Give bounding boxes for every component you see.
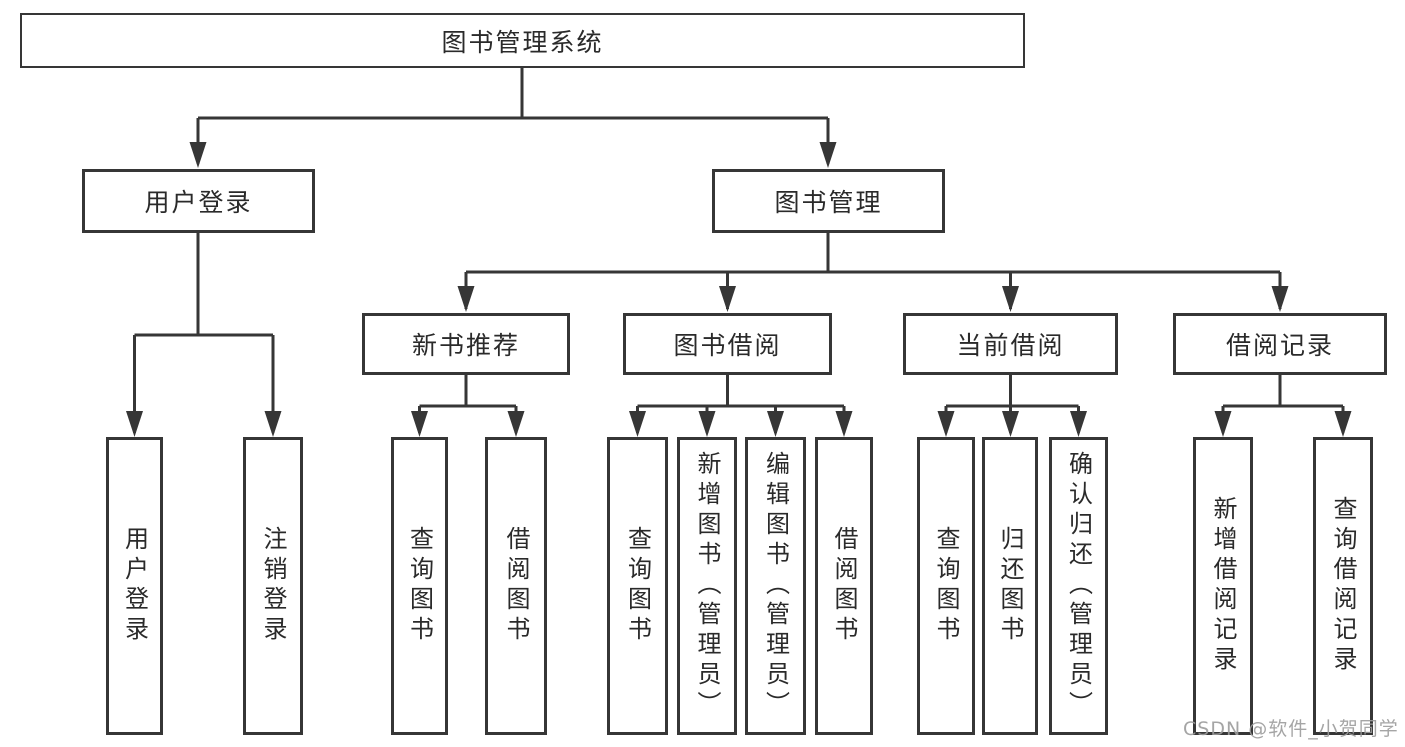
- node-current-return-books: 归还图书: [982, 437, 1038, 735]
- node-label: 图书借阅: [673, 331, 782, 360]
- node-book-borrowing: 图书借阅: [623, 313, 832, 375]
- node-label: 新增图书（管理员）: [693, 451, 721, 721]
- node-user-login-action: 用户登录: [106, 437, 163, 735]
- node-label: 查询借阅记录: [1329, 496, 1357, 676]
- node-records-add-borrow-record: 新增借阅记录: [1193, 437, 1253, 735]
- node-logout-action: 注销登录: [243, 437, 303, 735]
- node-current-query-books: 查询图书: [917, 437, 975, 735]
- node-label: 借阅图书: [830, 526, 858, 646]
- node-label: 借阅图书: [502, 526, 530, 646]
- node-label: 当前借阅: [956, 331, 1065, 360]
- csdn-watermark: CSDN @软件_小贺同学: [1183, 718, 1399, 740]
- node-borrowing-add-books-admin: 新增图书（管理员）: [677, 437, 737, 735]
- node-records-query-borrow-record: 查询借阅记录: [1313, 437, 1373, 735]
- node-label: 用户登录: [144, 188, 253, 217]
- node-borrowing-query-books: 查询图书: [607, 437, 668, 735]
- node-label: 注销登录: [259, 526, 287, 646]
- node-label: 用户登录: [120, 526, 149, 646]
- node-label: 确认归还（管理员）: [1064, 451, 1093, 721]
- node-borrowing-records: 借阅记录: [1173, 313, 1387, 375]
- connector-path: [133, 68, 1345, 433]
- node-label: 查询图书: [623, 526, 652, 646]
- node-newbook-borrow-books: 借阅图书: [485, 437, 547, 735]
- node-book-management: 图书管理: [712, 169, 945, 233]
- node-label: 新书推荐: [411, 331, 520, 360]
- node-current-borrowing: 当前借阅: [903, 313, 1118, 375]
- node-user-login: 用户登录: [82, 169, 315, 233]
- node-label: 图书管理系统: [441, 27, 604, 57]
- node-newbook-query-books: 查询图书: [391, 437, 448, 735]
- node-label: 归还图书: [996, 526, 1024, 646]
- node-label: 图书管理: [774, 188, 883, 217]
- node-label: 借阅记录: [1225, 331, 1334, 360]
- node-library-system: 图书管理系统: [20, 13, 1025, 68]
- node-label: 新增借阅记录: [1209, 496, 1237, 676]
- node-current-confirm-return-admin: 确认归还（管理员）: [1049, 437, 1108, 735]
- node-borrowing-borrow-books: 借阅图书: [815, 437, 873, 735]
- node-borrowing-edit-books-admin: 编辑图书（管理员）: [745, 437, 806, 735]
- node-label: 查询图书: [932, 526, 960, 646]
- node-label: 查询图书: [405, 526, 434, 646]
- node-new-book-recommend: 新书推荐: [362, 313, 570, 375]
- node-label: 编辑图书（管理员）: [761, 451, 790, 721]
